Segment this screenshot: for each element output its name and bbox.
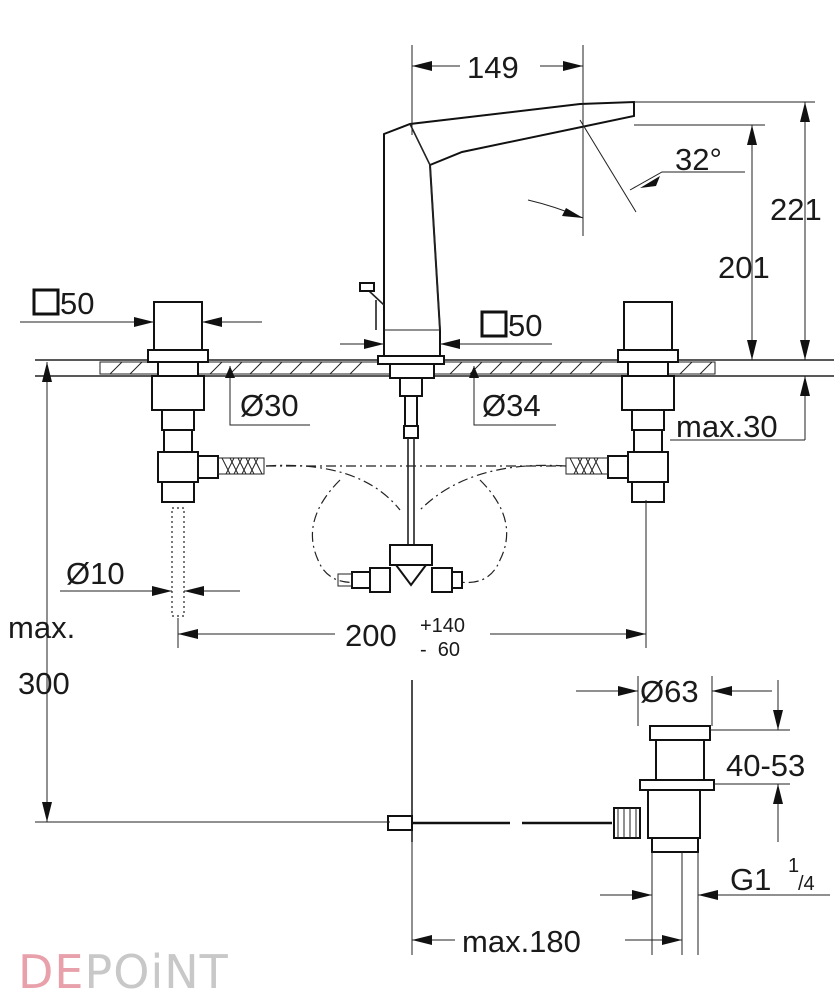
dim-handle-square: 50 — [60, 286, 94, 321]
dim-spout-angle: 32° — [675, 142, 722, 177]
square-symbol-spout — [480, 310, 508, 338]
dim-spacing-plus: +140 — [420, 615, 465, 637]
spout — [359, 100, 635, 545]
dim-spout-hole: Ø34 — [482, 388, 541, 423]
dim-spout-height: 201 — [718, 250, 770, 285]
pop-up-waste — [387, 680, 715, 853]
dim-spacing-minus: - 60 — [420, 639, 460, 661]
dim-spacing-main: 200 — [345, 618, 397, 653]
watermark: DEPOiNT — [18, 945, 229, 999]
dim-waste-thread-sub: /4 — [798, 873, 815, 895]
dim-supply-pipe: Ø10 — [66, 556, 125, 591]
dim-pullrod-reach: max.180 — [462, 924, 581, 959]
dim-spout-reach: 149 — [467, 50, 519, 85]
dim-waste-thread-main: G1 — [730, 862, 771, 897]
watermark-red: DE — [18, 945, 85, 999]
dimension-lines — [20, 45, 830, 955]
dim-waste-diameter: Ø63 — [640, 674, 699, 709]
dim-depth-label-1: max. — [8, 610, 75, 645]
dim-waste-thread-sup: 1 — [788, 855, 799, 877]
dim-depth-label-2: 300 — [18, 666, 70, 701]
dim-waste-height: 40-53 — [726, 748, 805, 783]
tee-connector — [265, 464, 567, 593]
square-symbol-left — [32, 288, 60, 316]
dim-handle-hole: Ø30 — [240, 388, 299, 423]
watermark-grey: POiNT — [85, 945, 229, 999]
dim-deck-thickness: max.30 — [676, 409, 778, 444]
right-valve — [565, 301, 679, 503]
dim-total-height: 221 — [770, 192, 822, 227]
left-valve — [147, 301, 265, 617]
dim-spout-square: 50 — [508, 308, 542, 343]
